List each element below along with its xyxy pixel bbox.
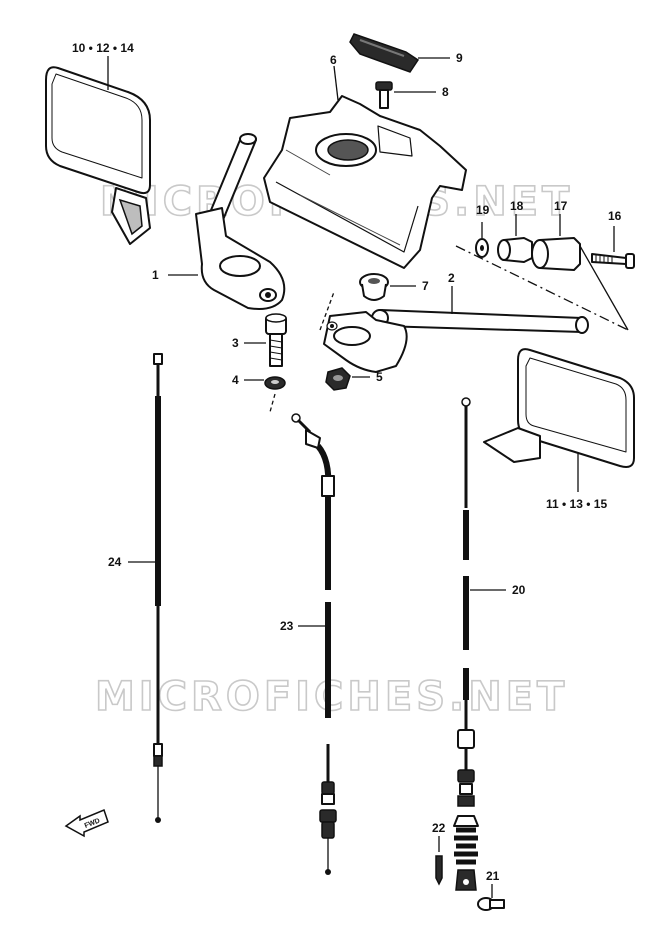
callout-9: 9 <box>456 51 463 65</box>
part-22-pin <box>435 855 443 886</box>
callout-20: 20 <box>512 583 526 597</box>
right-mirror <box>483 348 635 468</box>
callout-5: 5 <box>376 370 383 384</box>
callout-16: 16 <box>608 209 622 223</box>
fwd-arrow-icon: FWD <box>64 808 109 838</box>
callout-3: 3 <box>232 336 239 350</box>
callout-6: 6 <box>330 53 337 67</box>
callout-19: 19 <box>476 203 490 217</box>
part-16-screw <box>591 253 635 269</box>
cable-23 <box>291 413 337 875</box>
part-6-handlebar-cover <box>263 95 467 269</box>
part-17-end-cap <box>531 237 581 271</box>
part-9-cap <box>349 33 420 73</box>
callout-right-mirror: 11 • 13 • 15 <box>546 497 607 511</box>
callout-18: 18 <box>510 199 524 213</box>
callout-7: 7 <box>422 279 429 293</box>
callout-1: 1 <box>152 268 159 282</box>
part-2-right-handlebar <box>323 309 589 373</box>
cable-24 <box>153 353 163 823</box>
callout-2: 2 <box>448 271 455 285</box>
part-7-plug <box>359 273 389 301</box>
part-3-bolt <box>265 313 287 367</box>
part-5-nut <box>325 367 351 391</box>
part-21-bolt <box>477 897 505 911</box>
part-4-washer <box>264 376 286 390</box>
callout-22: 22 <box>432 821 446 835</box>
part-19-washer <box>475 238 489 258</box>
part-8-screw <box>375 81 393 109</box>
callout-24: 24 <box>108 555 122 569</box>
part-18-weight <box>497 237 533 263</box>
callout-4: 4 <box>232 373 239 387</box>
watermark-bottom: MICROFICHES.NET <box>95 674 568 720</box>
callout-8: 8 <box>442 85 449 99</box>
callout-23: 23 <box>280 619 294 633</box>
callout-21: 21 <box>486 869 500 883</box>
cable-20 <box>453 397 479 891</box>
left-mirror <box>45 66 151 245</box>
part-1-left-handlebar <box>195 133 286 310</box>
callout-17: 17 <box>554 199 568 213</box>
callout-left-mirror: 10 • 12 • 14 <box>72 41 134 55</box>
